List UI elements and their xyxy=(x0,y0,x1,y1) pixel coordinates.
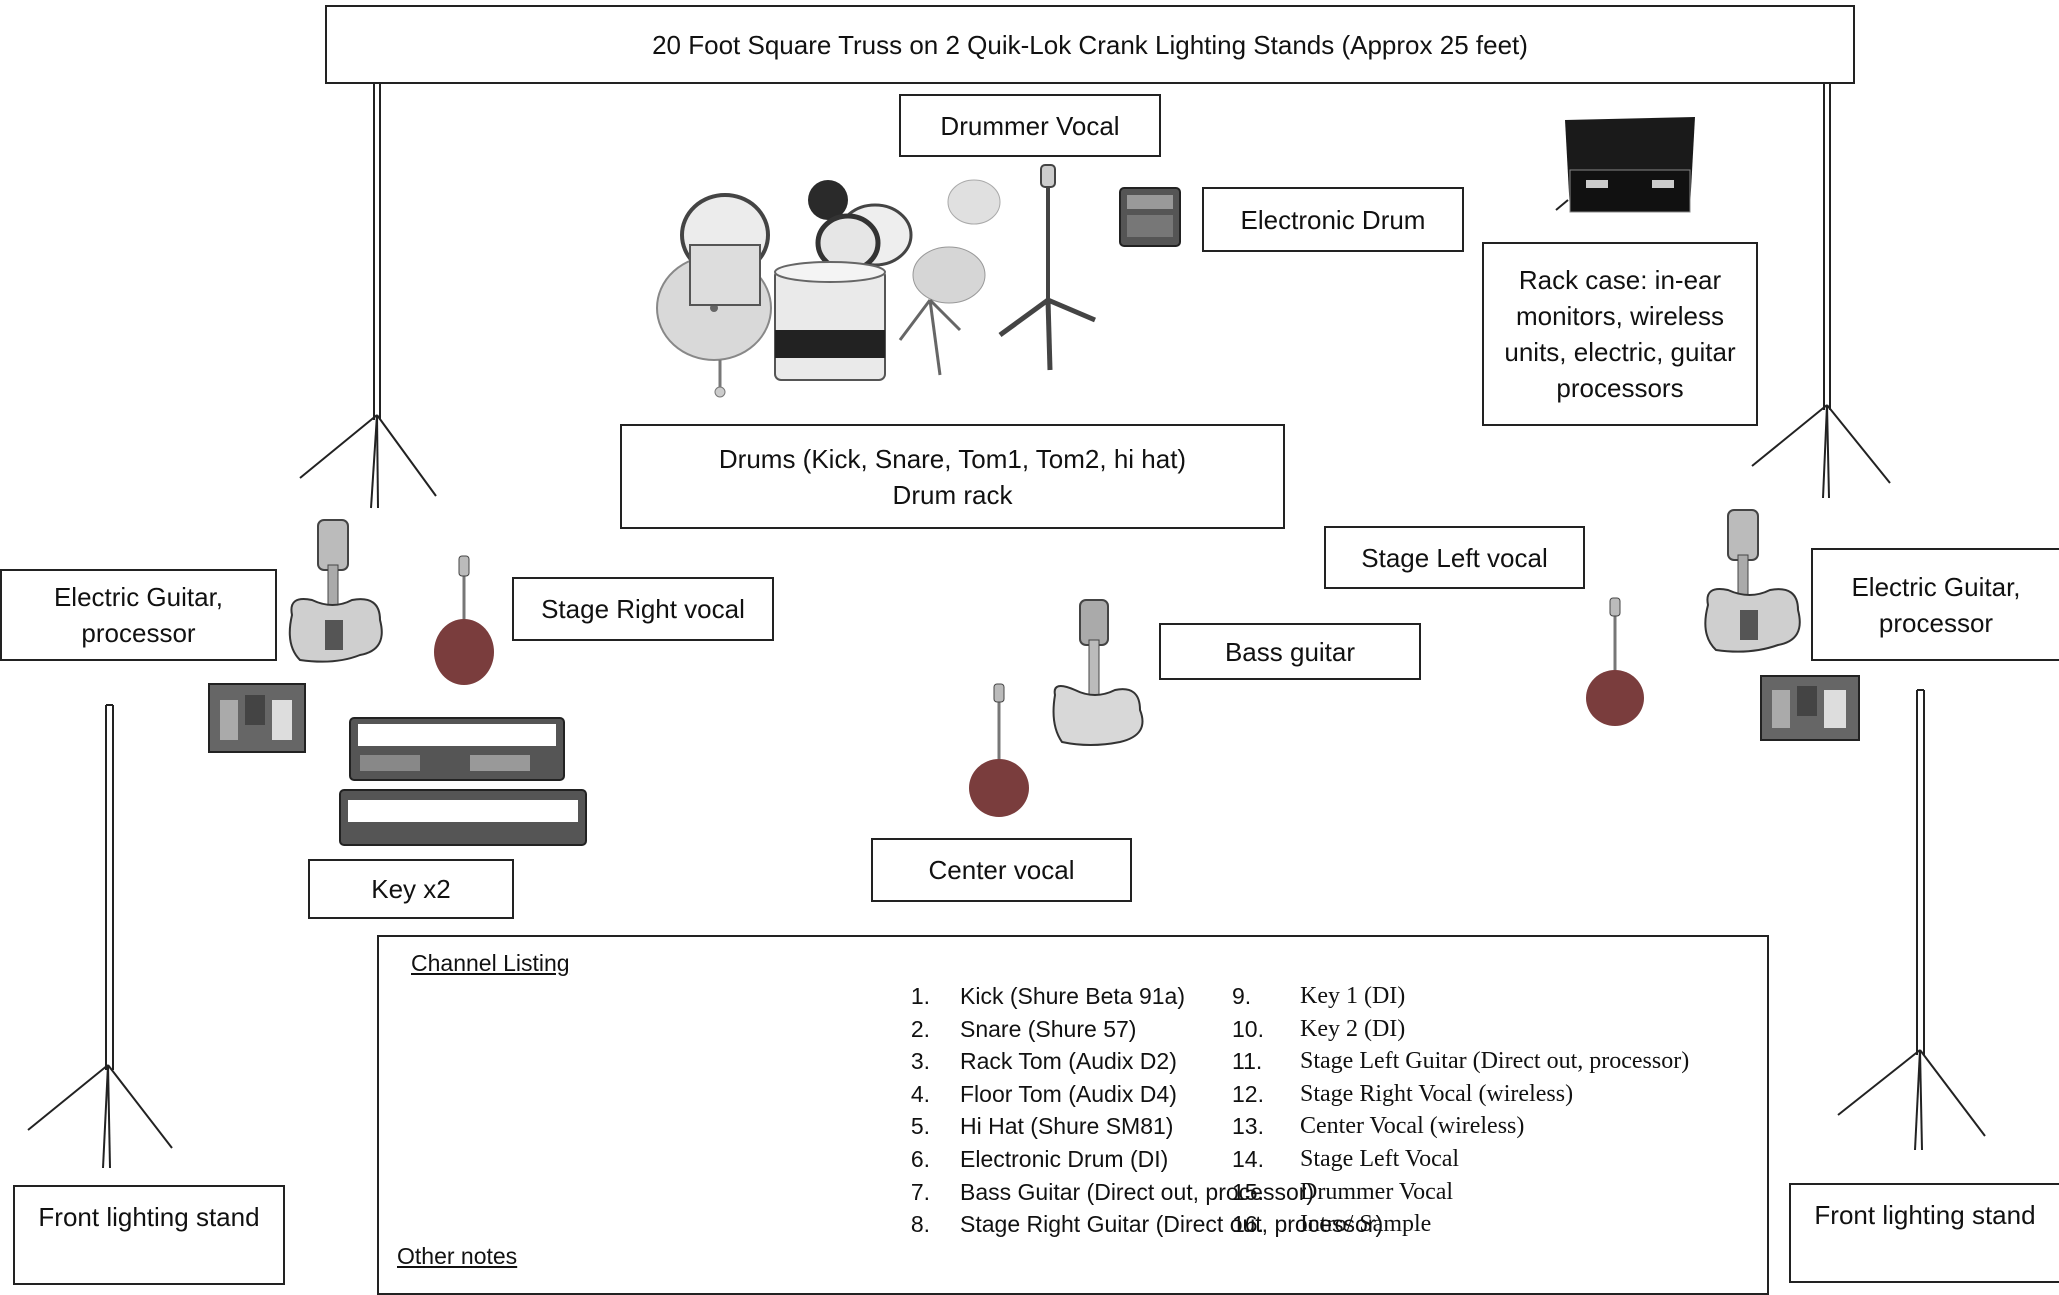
channel-number: 14. xyxy=(1232,1146,1264,1172)
electric-guitar-right-icon xyxy=(1704,509,1801,653)
pedalboard-right-icon xyxy=(1760,675,1860,741)
channel-listing-heading: Channel Listing xyxy=(411,950,570,976)
channel-number: 2. xyxy=(910,1015,930,1042)
channel-description: Snare (Shure 57) xyxy=(960,1015,1137,1042)
channel-row: 6. Electronic Drum (DI) xyxy=(866,1143,1169,1175)
keyboard-icon xyxy=(339,717,587,846)
channel-row: 9. Key 1 (DI) xyxy=(1232,980,1405,1012)
channel-row: 1. Kick (Shure Beta 91a) xyxy=(866,980,1185,1012)
center-vocal-label: Center vocal xyxy=(871,838,1132,902)
center-mic-icon xyxy=(969,683,1029,817)
channel-number: 11. xyxy=(1232,1048,1263,1075)
stage-right-vocal-label: Stage Right vocal xyxy=(512,577,774,641)
channel-description: Stage Right Guitar (Direct out, processo… xyxy=(960,1211,1384,1238)
electric-guitar-left-icon xyxy=(288,519,383,663)
drums-label-line2: Drum rack xyxy=(892,479,1013,510)
channel-description: Center Vocal (wireless) xyxy=(1300,1113,1525,1140)
drum-module-icon xyxy=(1119,187,1181,247)
channel-number: 7. xyxy=(910,1178,930,1205)
channel-description: Stage Left Guitar (Direct out, processor… xyxy=(1300,1048,1690,1075)
front-stand-right-icon xyxy=(1837,689,1986,1151)
drummer-vocal-label: Drummer Vocal xyxy=(899,94,1161,157)
channel-description: Key 1 (DI) xyxy=(1300,983,1406,1009)
channel-number: 15. xyxy=(1232,1178,1264,1205)
channel-row: 4. Floor Tom (Audix D4) xyxy=(866,1078,1177,1110)
channel-listing-box: Channel Listing 1. Kick (Shure Beta 91a) 2… xyxy=(377,935,1769,1295)
channel-row: 5. Hi Hat (Shure SM81) xyxy=(866,1110,1174,1142)
rack-case-label: Rack case: in-ear monitors, wireless uni… xyxy=(1482,242,1758,426)
channel-number: 10. xyxy=(1232,1015,1264,1042)
channel-number: 5. xyxy=(910,1113,930,1140)
channel-number: 6. xyxy=(910,1146,930,1172)
channel-number: 3. xyxy=(910,1048,930,1075)
electronic-drum-label: Electronic Drum xyxy=(1202,187,1464,252)
channel-description: Hi Hat (Shure SM81) xyxy=(960,1113,1174,1140)
channel-row: 10. Key 2 (DI) xyxy=(1232,1013,1405,1045)
channel-description: Stage Left Vocal xyxy=(1300,1146,1460,1172)
channel-description: Intro/ Sample xyxy=(1300,1211,1432,1238)
pedalboard-left-icon xyxy=(208,683,306,753)
drums-label-line1: Drums (Kick, Snare, Tom1, Tom2, hi hat) xyxy=(718,443,1187,474)
channel-description: Key 2 (DI) xyxy=(1300,1015,1406,1042)
channel-description: Kick (Shure Beta 91a) xyxy=(960,983,1186,1009)
truss-label: 20 Foot Square Truss on 2 Quik-Lok Crank… xyxy=(325,5,1855,84)
electric-guitar-right-label: Electric Guitar, processor xyxy=(1811,548,2059,661)
channel-number: 4. xyxy=(910,1080,930,1107)
channel-row: 15. Drummer Vocal xyxy=(1232,1176,1453,1208)
channel-number: 16. xyxy=(1232,1211,1264,1238)
channel-row: 3. Rack Tom (Audix D2) xyxy=(866,1045,1177,1077)
stage-left-vocal-label: Stage Left vocal xyxy=(1324,526,1585,589)
channel-row: 11. Stage Left Guitar (Direct out, proces… xyxy=(1232,1045,1689,1077)
channel-description: Electronic Drum (DI) xyxy=(960,1146,1169,1172)
channel-row: 16. Intro/ Sample xyxy=(1232,1208,1431,1240)
channel-number: 12. xyxy=(1232,1080,1264,1107)
channel-description: Stage Right Vocal (wireless) xyxy=(1300,1080,1574,1107)
stage-left-mic-icon xyxy=(1586,597,1644,726)
channel-row: 13. Center Vocal (wireless) xyxy=(1232,1110,1524,1142)
channel-row: 2. Snare (Shure 57) xyxy=(866,1013,1137,1045)
channel-number: 1. xyxy=(910,983,930,1009)
bass-guitar-label: Bass guitar xyxy=(1159,623,1421,680)
channel-description: Bass Guitar (Direct out, processor) xyxy=(960,1178,1315,1205)
channel-number: 13. xyxy=(1232,1113,1264,1140)
electric-guitar-left-label: Electric Guitar, processor xyxy=(0,569,277,661)
stage-right-mic-icon xyxy=(434,555,494,685)
front-stand-left-label: Front lighting stand xyxy=(13,1185,285,1285)
truss-stand-right-icon xyxy=(1751,82,1891,499)
truss-stand-left-icon xyxy=(299,82,437,509)
channel-number: 8. xyxy=(910,1211,930,1238)
channel-description: Floor Tom (Audix D4) xyxy=(960,1080,1177,1107)
channel-row: 7. Bass Guitar (Direct out, processor) xyxy=(866,1176,1314,1208)
channel-row: 14. Stage Left Vocal xyxy=(1232,1143,1459,1175)
channel-row: 12. Stage Right Vocal (wireless) xyxy=(1232,1078,1573,1110)
channel-description: Drummer Vocal xyxy=(1300,1178,1454,1205)
channel-row: 8. Stage Right Guitar (Direct out, proces… xyxy=(866,1208,1383,1240)
drum-kit-icon xyxy=(656,179,1001,398)
rack-case-icon xyxy=(1555,117,1695,213)
drummer-mic-stand-icon xyxy=(998,164,1096,371)
front-stand-right-label: Front lighting stand xyxy=(1789,1183,2059,1283)
channel-number: 9. xyxy=(1232,983,1252,1009)
other-notes-heading: Other notes xyxy=(397,1243,518,1269)
drums-label: Drums (Kick, Snare, Tom1, Tom2, hi hat) … xyxy=(620,424,1285,529)
bass-guitar-icon xyxy=(1052,599,1144,746)
channel-description: Rack Tom (Audix D2) xyxy=(960,1048,1177,1075)
keys-label: Key x2 xyxy=(308,859,514,919)
front-stand-left-icon xyxy=(27,704,173,1169)
